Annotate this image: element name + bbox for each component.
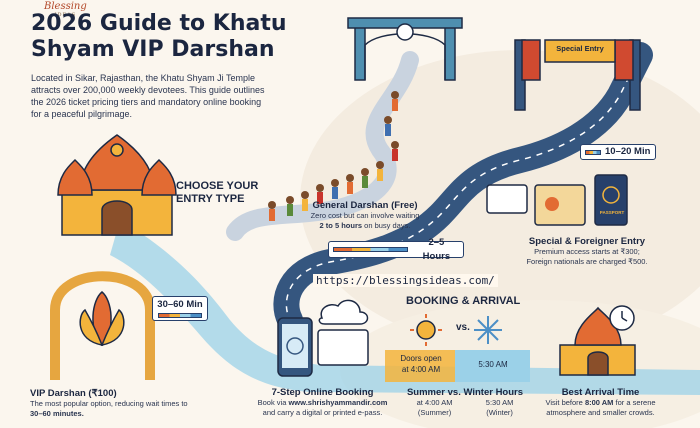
page-title: 2026 Guide to Khatu Shyam VIP Darshan	[31, 11, 287, 62]
special-entry-line2: Foreign nationals are charged ₹500.	[526, 257, 648, 266]
summer-label: (Summer)	[417, 408, 452, 417]
winter-label: (Winter)	[486, 408, 513, 417]
vip-darshan-wait: 30–60 minutes.	[30, 409, 84, 418]
doors-open-text: Doors open	[400, 354, 442, 363]
online-booking-suffix: and carry a digital or printed e-pass.	[262, 408, 383, 417]
general-darshan-wait-suffix: on busy days.	[364, 221, 411, 230]
brand-logo: Blessing IDEAS	[44, 2, 87, 20]
best-arrival-time: 8:00 AM	[584, 398, 614, 407]
vip-darshan-info: VIP Darshan (₹100) The most popular opti…	[30, 388, 200, 419]
general-wait-badge: 2–5 Hours	[328, 237, 464, 262]
passport-label: PASSPORT	[599, 210, 625, 215]
special-entry-title: Special & Foreigner Entry	[528, 236, 646, 247]
summer-time: at 4:00 AM	[416, 398, 453, 407]
best-arrival-prefix: Visit before	[545, 398, 583, 407]
special-wait-badge: 10–20 Min	[580, 144, 656, 160]
brand-logo-sub: IDEAS	[54, 12, 77, 18]
winter-open-time: 5:30 AM	[478, 360, 508, 369]
special-entry-info: Special & Foreigner Entry Premium access…	[512, 236, 662, 267]
general-darshan-desc: Zero cost but can involve waiting	[310, 211, 420, 220]
booking-arrival-heading: BOOKING & ARRIVAL	[406, 295, 521, 307]
hours-title: Summer vs. Winter Hours	[406, 387, 524, 398]
general-darshan-info: General Darshan (Free) Zero cost but can…	[300, 200, 430, 231]
special-entry-line1: Premium access starts at ₹300;	[534, 247, 640, 256]
doors-open-time: at 4:00 AM	[401, 365, 441, 374]
doors-open-label: Doors open at 4:00 AM	[390, 353, 452, 375]
online-booking-title: 7-Step Online Booking	[271, 387, 374, 398]
vip-darshan-title: VIP Darshan (₹100)	[30, 388, 117, 399]
wait-scale-icon	[585, 149, 601, 155]
choose-entry-heading: CHOOSE YOUR ENTRY TYPE	[176, 180, 259, 205]
wait-scale-icon	[158, 313, 202, 318]
brand-logo-text: Blessing	[44, 1, 87, 12]
general-darshan-wait: 2 to 5 hours	[319, 221, 363, 230]
website-link[interactable]: https://blessingsideas.com/	[313, 274, 498, 287]
special-wait-text: 10–20 Min	[605, 146, 651, 157]
online-booking-prefix: Book via	[257, 398, 287, 407]
vip-wait-badge: 30–60 Min	[152, 296, 208, 321]
vs-label: vs.	[456, 322, 470, 333]
best-arrival-info: Best Arrival Time Visit before 8:00 AM f…	[533, 387, 668, 418]
general-wait-text: 2–5 Hours	[422, 236, 451, 262]
vip-darshan-desc: The most popular option, reducing wait t…	[30, 399, 188, 408]
general-darshan-title: General Darshan (Free)	[312, 200, 418, 211]
best-arrival-title: Best Arrival Time	[561, 387, 640, 398]
vip-wait-text: 30–60 Min	[157, 299, 203, 310]
online-booking-site: www.shrishyammandir.com	[288, 398, 388, 407]
wait-scale-icon	[333, 247, 408, 252]
hours-info: Summer vs. Winter Hours at 4:00 AM(Summe…	[400, 387, 530, 418]
best-arrival-suffix: for a serene atmosphere and smaller crow…	[546, 398, 656, 417]
online-booking-info: 7-Step Online Booking Book via www.shris…	[255, 387, 390, 418]
winter-time: 5:30 AM	[485, 398, 514, 407]
special-entry-banner: Special Entry	[556, 44, 604, 53]
intro-paragraph: Located in Sikar, Rajasthan, the Khatu S…	[31, 73, 265, 119]
